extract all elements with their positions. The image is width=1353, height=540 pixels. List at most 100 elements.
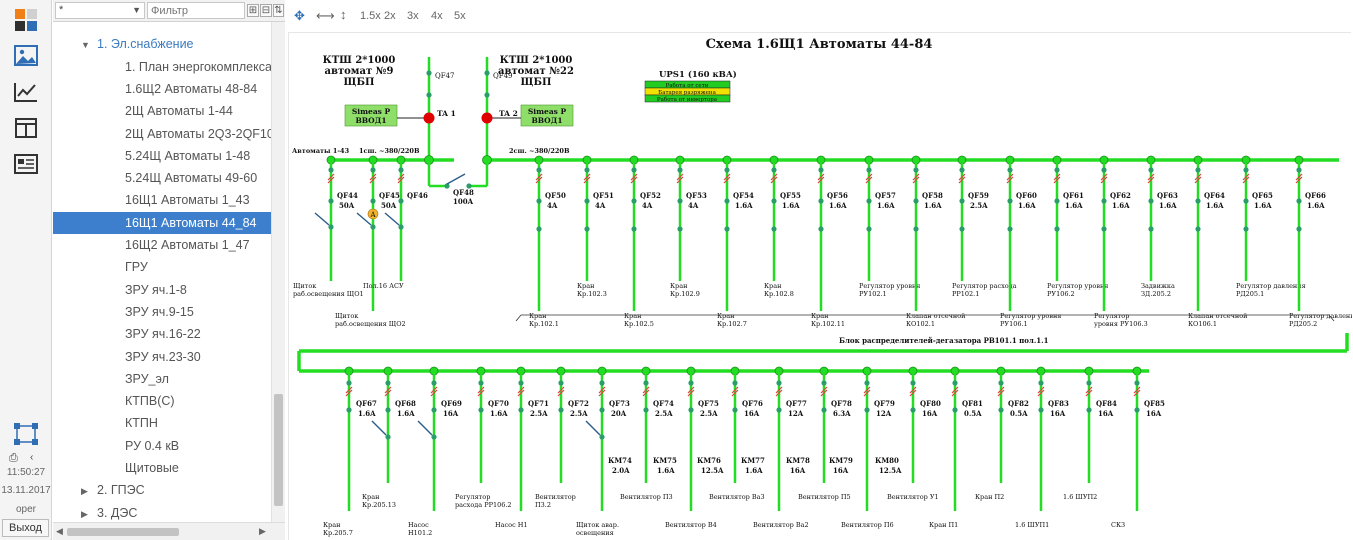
- breaker-mark: [1053, 176, 1061, 184]
- breaker-mark: [369, 173, 377, 181]
- tree-item[interactable]: ЗРУ яч.9-15: [53, 301, 271, 323]
- breaker-contact: [518, 407, 524, 413]
- breaker-contact: [998, 380, 1004, 386]
- tree-item[interactable]: 5.24Щ Автоматы 49-60: [53, 167, 271, 189]
- feeder-rating-label: 0.5A: [964, 409, 982, 418]
- breaker-contact: [998, 407, 1004, 413]
- move-icon[interactable]: ✥: [294, 8, 305, 23]
- tree-horizontal-scrollbar[interactable]: ◀ ▶: [53, 522, 285, 540]
- load-label: Клапан отсечной: [1188, 312, 1248, 320]
- load-label: П3.2: [535, 501, 551, 509]
- breaker-contact: [1195, 226, 1201, 232]
- tree-item[interactable]: 2Щ Автоматы 2Q3-2QF10: [53, 123, 271, 145]
- breaker-contact: [724, 226, 730, 232]
- load-label: 1.6 ШУП2: [1063, 493, 1097, 501]
- breaker-contact: [1148, 198, 1154, 204]
- breaker-mark: [345, 389, 353, 397]
- breaker-contact: [776, 407, 782, 413]
- switch-blade: [356, 212, 372, 226]
- tree-item[interactable]: ▶3. ДЭС: [53, 502, 271, 522]
- breaker-contact: [1134, 380, 1140, 386]
- zoom-toolbar: ✥ ⟷ ↕ 1.5x 2x 3x 4x 5x: [286, 0, 1353, 32]
- printer-icon[interactable]: ⎙: [9, 452, 18, 464]
- zoom-4x-button[interactable]: 4x: [431, 10, 443, 22]
- scrollbar-thumb[interactable]: [67, 528, 179, 536]
- source-right-title: КТШ 2*1000: [500, 55, 573, 66]
- scrollbar-thumb[interactable]: [274, 394, 283, 506]
- tree-item[interactable]: [53, 22, 271, 33]
- select-area-icon[interactable]: [13, 422, 39, 446]
- breaker-contact: [776, 380, 782, 386]
- fit-height-icon[interactable]: ↕: [340, 7, 347, 22]
- split-view-icon[interactable]: [13, 116, 39, 140]
- expanded-arrow-icon[interactable]: ▼: [81, 40, 90, 51]
- feeder-qf-label: QF78: [831, 399, 852, 408]
- load-label: раб.освещения ЩО2: [335, 320, 406, 328]
- zoom-3x-button[interactable]: 3x: [407, 10, 419, 22]
- load-label: Кран: [764, 282, 781, 290]
- zoom-2x-button[interactable]: 2x: [384, 10, 396, 22]
- tree-item[interactable]: РУ 0.4 кВ: [53, 435, 271, 457]
- zoom-5x-button[interactable]: 5x: [454, 10, 466, 22]
- breaker-mark: [1194, 176, 1202, 184]
- feeder-rating-label: 1.6A: [1159, 201, 1177, 210]
- breaker-mark: [1085, 386, 1093, 394]
- load-label: Кр.102.5: [624, 320, 654, 328]
- tree-item[interactable]: 5.24Щ Автоматы 1-48: [53, 145, 271, 167]
- sort-button[interactable]: ⇅: [273, 4, 284, 17]
- load-label: Кр.205.13: [362, 501, 396, 509]
- tree-item[interactable]: Щитовые: [53, 457, 271, 479]
- schemes-image-icon[interactable]: [13, 44, 39, 68]
- feeder-rating-label: 16A: [922, 409, 938, 418]
- feeder-qf-label: QF80: [920, 399, 941, 408]
- trends-chart-icon[interactable]: [13, 80, 39, 104]
- tree-item[interactable]: ЗРУ_эл: [53, 368, 271, 390]
- tree-item[interactable]: 16Щ2 Автоматы 1_47: [53, 234, 271, 256]
- load-label: Кран: [811, 312, 828, 320]
- collapsed-arrow-icon[interactable]: ▶: [81, 508, 88, 519]
- logout-button[interactable]: Выход: [2, 519, 49, 537]
- load-label: Кр.102.11: [811, 320, 845, 328]
- tree-item[interactable]: 16Щ1 Автоматы 1_43: [53, 189, 271, 211]
- chevron-left-icon[interactable]: ‹: [30, 452, 34, 463]
- tree-item[interactable]: 1.6Щ2 Автоматы 48-84: [53, 78, 271, 100]
- breaker-contact: [431, 407, 437, 413]
- tree-item[interactable]: ▼1. Эл.снабжение: [53, 33, 271, 55]
- switch-blade: [371, 420, 387, 436]
- feeder-qf-label: QF68: [395, 399, 416, 408]
- breaker-mark: [820, 389, 828, 397]
- tree-item-label: ЗРУ яч.16-22: [125, 327, 201, 342]
- breaker-contact: [959, 198, 965, 204]
- tree-item[interactable]: ▶2. ГПЭС: [53, 479, 271, 501]
- breaker-contact: [518, 380, 524, 386]
- app-logo-icon[interactable]: [13, 8, 39, 32]
- tree-item[interactable]: 2Щ Автоматы 1-44: [53, 100, 271, 122]
- tree-item[interactable]: 1. План энергокомплекса: [53, 56, 271, 78]
- breaker-contact: [677, 167, 683, 173]
- report-icon[interactable]: [13, 152, 39, 176]
- tree-filter-select[interactable]: * ▼: [55, 2, 145, 19]
- scroll-left-icon[interactable]: ◀: [56, 526, 63, 536]
- load-label: Кр.102.7: [717, 320, 747, 328]
- load-label: РД205.2: [1289, 320, 1317, 328]
- tree-item[interactable]: ЗРУ яч.1-8: [53, 279, 271, 301]
- breaker-contact: [398, 198, 404, 204]
- feeder-qf-label: QF85: [1144, 399, 1165, 408]
- tree-item[interactable]: ГРУ: [53, 256, 271, 278]
- tree-filter-input[interactable]: [147, 2, 245, 19]
- tree-item[interactable]: КТПН: [53, 412, 271, 434]
- zoom-1-5x-button[interactable]: 1.5x: [360, 10, 381, 22]
- tree-item[interactable]: КТПВ(С): [53, 390, 271, 412]
- fit-width-icon[interactable]: ⟷: [316, 8, 335, 23]
- collapse-all-button[interactable]: ⊟: [260, 4, 272, 17]
- tree-item[interactable]: ЗРУ яч.16-22: [53, 323, 271, 345]
- tree-item[interactable]: 16Щ1 Автоматы 44_84: [53, 211, 271, 234]
- expand-all-button[interactable]: ⊞: [247, 4, 259, 17]
- breaker-mark: [909, 386, 917, 394]
- tree-item[interactable]: ЗРУ яч.23-30: [53, 346, 271, 368]
- tree-vertical-scrollbar[interactable]: [271, 22, 285, 522]
- scroll-right-icon[interactable]: ▶: [259, 526, 266, 536]
- bus-label: Автоматы 1-43: [292, 147, 350, 155]
- breaker-contact: [959, 226, 965, 232]
- collapsed-arrow-icon[interactable]: ▶: [81, 486, 88, 497]
